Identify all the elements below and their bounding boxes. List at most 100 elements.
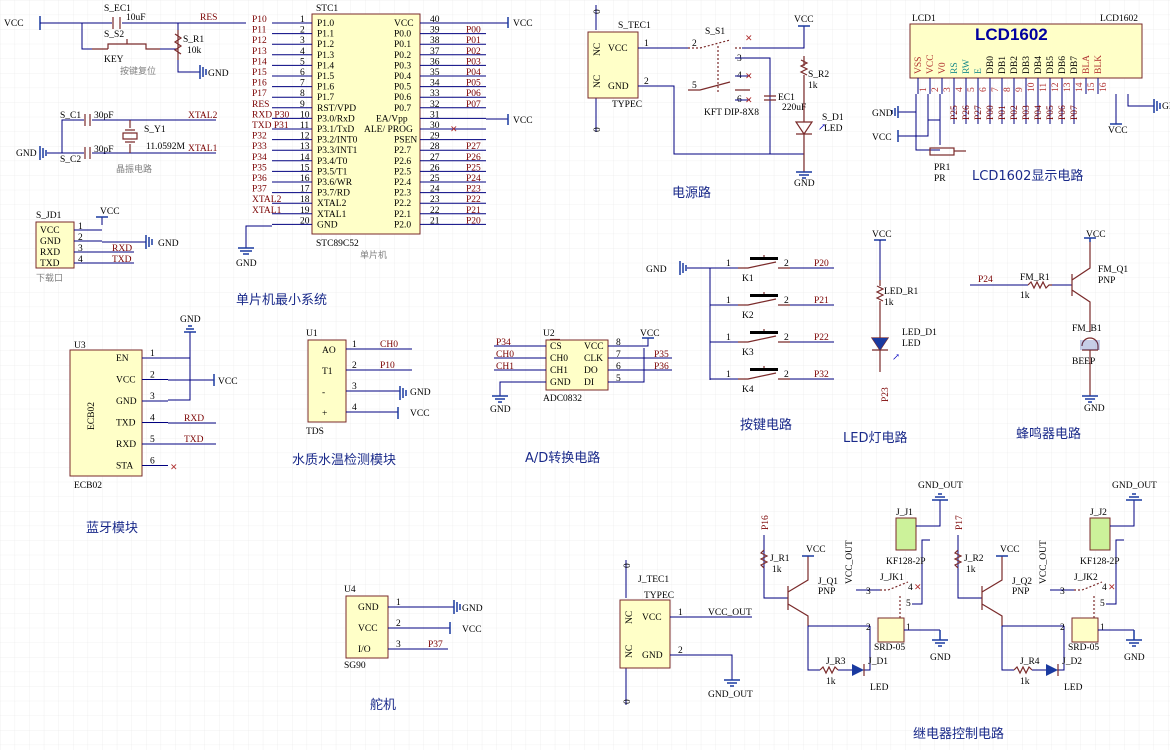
mcu-pin-num: 38 bbox=[430, 36, 440, 46]
mcu-pin-name: EA/Vpp bbox=[376, 114, 408, 124]
mcu-pin-num: 9 bbox=[300, 100, 305, 110]
mcu-gnd-symbol bbox=[238, 247, 254, 255]
lcd-pin-name: VCC bbox=[926, 54, 936, 74]
mcu-pin-num: 6 bbox=[300, 68, 305, 78]
mcu-pin-num: 24 bbox=[430, 185, 440, 195]
bt-rxd-net: RXD bbox=[184, 414, 204, 424]
mcu-pin-name: P2.2 bbox=[394, 199, 411, 209]
relay2-wires bbox=[1001, 589, 1074, 671]
key-pin1: 1 bbox=[726, 370, 731, 380]
lcd-section: LCD1 LCD1602 LCD1602 VSS1VCC2V03RS4P25RW… bbox=[872, 14, 1170, 184]
ledc-vcc-label: VCC bbox=[872, 230, 892, 240]
water-pin-net: CH0 bbox=[380, 340, 398, 350]
mcu-pin-num: 26 bbox=[430, 163, 440, 173]
lcd-pin-num: 4 bbox=[955, 87, 965, 92]
lcd-net: P26 bbox=[962, 105, 972, 120]
power-nc-mark2: ✕ bbox=[745, 71, 753, 81]
relay1-n3: 3 bbox=[866, 587, 871, 597]
mcu-pin-net: P23 bbox=[466, 185, 481, 195]
jtec-nc2: NC bbox=[625, 645, 635, 658]
mcu-pin-name: XTAL2 bbox=[317, 199, 347, 209]
key-ref: K1 bbox=[742, 274, 754, 284]
mcu-pin-net: P07 bbox=[466, 100, 481, 110]
mcu-pin-name: P0.4 bbox=[394, 72, 411, 82]
lcd-net: P04 bbox=[1034, 105, 1044, 120]
relay2-r4-val: 1k bbox=[1020, 677, 1030, 687]
title-lcd: LCD1602显示电路 bbox=[972, 168, 1083, 184]
mcu-pin-num: 7 bbox=[300, 79, 305, 89]
jtec-zero-bot: 0 bbox=[623, 699, 633, 704]
mcu-pin-name: VCC bbox=[394, 19, 414, 29]
lcd-pin-num: 2 bbox=[931, 87, 941, 92]
osc-caps bbox=[84, 114, 91, 159]
download-gnd-symbol bbox=[145, 235, 153, 249]
mcu-pin-num: 35 bbox=[430, 68, 440, 78]
mcu-pin-num: 1 bbox=[300, 15, 305, 25]
jtec-net-vcc: VCC_OUT bbox=[708, 608, 752, 618]
lcd-body bbox=[909, 23, 1143, 79]
osc-wires bbox=[47, 119, 216, 154]
title-adc: A/D转换电路 bbox=[525, 450, 600, 466]
buzzer-gnd-label: GND bbox=[1084, 404, 1105, 414]
jtec-zero-top: 0 bbox=[623, 563, 633, 568]
mcu-pin-net: P35 bbox=[252, 163, 267, 173]
reset-cap-val: 10uF bbox=[126, 13, 146, 23]
power-led-ref: S_D1 bbox=[822, 113, 844, 123]
relay1-gnd-symbol bbox=[932, 630, 948, 647]
lcd-pin-num: 1 bbox=[919, 87, 929, 92]
relay2-vcc-label: VCC bbox=[1000, 545, 1020, 555]
mcu-pin-net: P02 bbox=[466, 47, 481, 57]
power-nc2: NC bbox=[593, 75, 603, 88]
title-water: 水质水温检测模块 bbox=[292, 453, 396, 468]
reset-cap-ref: S_EC1 bbox=[104, 4, 131, 14]
power-section: S_TEC1 0 0 NC NC VCC GND TYPEC 1 2 S_S1 … bbox=[587, 5, 844, 189]
mcu-gnd-label: GND bbox=[236, 259, 257, 269]
mcu-pin-name: P1.6 bbox=[317, 83, 334, 93]
reset-caption: 按键复位 bbox=[120, 65, 156, 76]
ledc-glow: ↗ bbox=[892, 353, 900, 363]
mcu-pin-name: P1.2 bbox=[317, 40, 334, 50]
buzzer-net: P24 bbox=[978, 275, 993, 285]
adc-pin-name: VCC bbox=[584, 342, 604, 352]
lcd-pot-part: PR bbox=[934, 174, 946, 184]
lcd-pin-num: 16 bbox=[1099, 82, 1109, 92]
osc-c1-val: 30pF bbox=[94, 111, 114, 121]
reset-sw-val: KEY bbox=[104, 55, 124, 65]
servo-pin-name: VCC bbox=[358, 624, 378, 634]
mcu-pin-name: P3.4/T0 bbox=[317, 157, 348, 167]
buzzer-resistor bbox=[1027, 280, 1052, 290]
bt-pin-name: TXD bbox=[116, 419, 136, 429]
lcd-net: P25 bbox=[950, 105, 960, 120]
mcu-pin-num: 36 bbox=[430, 57, 440, 67]
jtec-wires bbox=[670, 616, 752, 680]
key-ref: K4 bbox=[742, 385, 754, 395]
relay1-wires bbox=[807, 589, 880, 671]
reset-res-ref: S_R1 bbox=[183, 35, 204, 45]
relay1-k-part: SRD-05 bbox=[874, 643, 905, 653]
mcu-pin-net: TXD P31 bbox=[252, 121, 289, 131]
relay2-vcc-out: VCC_OUT bbox=[1039, 540, 1049, 584]
osc-c2-val: 30pF bbox=[94, 145, 114, 155]
mcu-pin-net: P22 bbox=[466, 195, 481, 205]
reset-res-val: 10k bbox=[187, 46, 202, 56]
mcu-pin-net: P00 bbox=[466, 26, 481, 36]
lcd-pin-num: 10 bbox=[1027, 82, 1037, 92]
water-ref: U1 bbox=[306, 329, 318, 339]
bt-pin-name: EN bbox=[116, 354, 129, 364]
relay1-net-in: P16 bbox=[761, 515, 771, 530]
bt-sta-nc: ✕ bbox=[170, 462, 178, 472]
mcu-pin-net: XTAL1 bbox=[252, 206, 282, 216]
mcu-pin-num: 31 bbox=[430, 110, 440, 120]
key-cap bbox=[750, 294, 778, 297]
mcu-pin-num: 22 bbox=[430, 206, 440, 216]
mcu-pin-name: XTAL1 bbox=[317, 210, 347, 220]
bt-ref: U3 bbox=[74, 341, 86, 351]
lcd-net: P06 bbox=[1058, 105, 1068, 120]
ledc-resistor bbox=[875, 280, 885, 338]
relay2-net-in: P17 bbox=[955, 515, 965, 530]
relay1-terminal bbox=[895, 517, 917, 551]
